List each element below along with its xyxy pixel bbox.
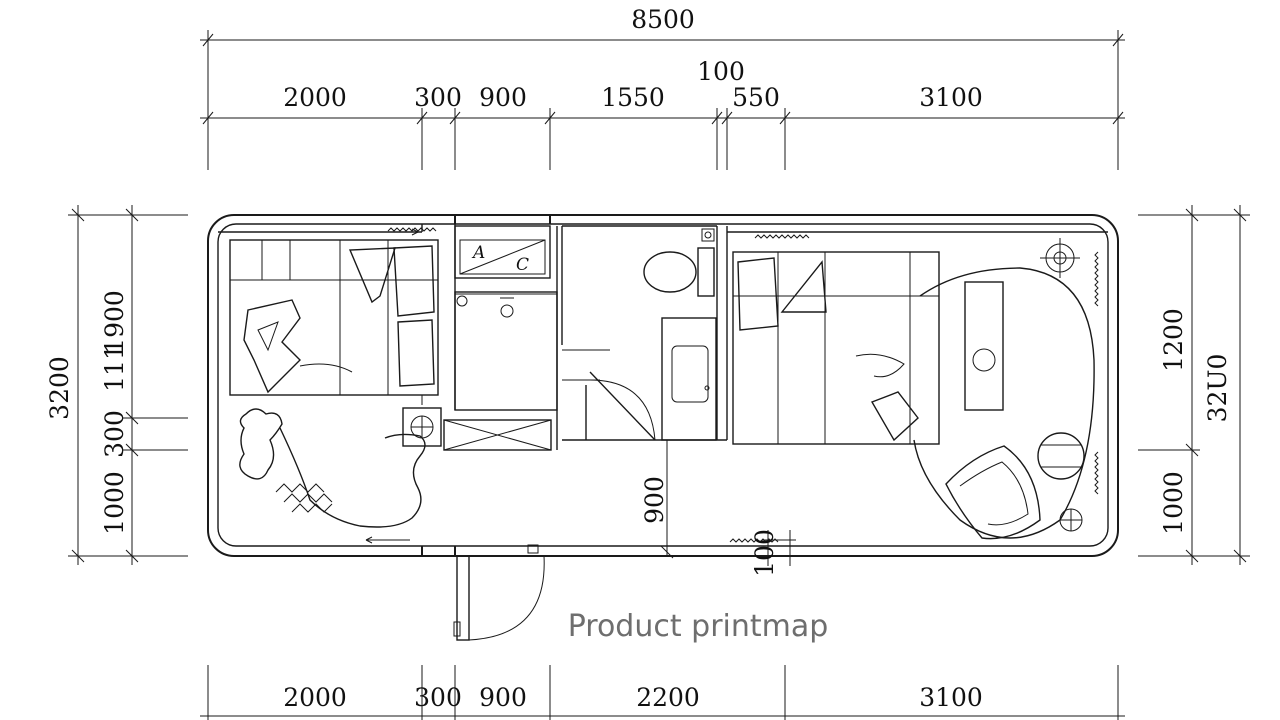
- right-bed-pillow: [737, 257, 779, 331]
- armchair: [945, 445, 1041, 540]
- dim-right-segment: 1200: [1159, 308, 1188, 372]
- right-bed: [732, 251, 940, 445]
- dim-inner-vertical: 900: [640, 476, 669, 524]
- dim-top-segment: 300: [414, 83, 462, 112]
- wall-heaters: [365, 227, 1099, 544]
- right-bed-blanket: [870, 391, 919, 442]
- right-bedroom: [727, 231, 1108, 445]
- round-table: [1037, 432, 1085, 480]
- ac-label-c: C: [516, 255, 529, 275]
- tv-console: [964, 281, 1004, 411]
- dim-left-extra: 111: [100, 344, 129, 392]
- entry-door[interactable]: [421, 544, 545, 641]
- teddy-rug: [239, 408, 283, 480]
- rug: [239, 408, 426, 528]
- left-dimension-lines: [68, 205, 188, 565]
- dim-left-segment: 1900: [100, 290, 129, 354]
- dim-bottom-segment: 300: [414, 683, 462, 712]
- toilet: [643, 228, 715, 297]
- dim-top-segment: 1550: [601, 83, 665, 112]
- dim-right-total: 32U0: [1203, 354, 1232, 423]
- dim-inner-small: 100: [750, 529, 779, 577]
- bottom-dimension-lines: [200, 665, 1125, 720]
- storage-cabinet: [443, 419, 552, 451]
- left-bed: [229, 239, 439, 396]
- inner-dimension: [660, 440, 796, 566]
- dim-left-segment: 300: [100, 410, 129, 458]
- dim-bottom-segment: 3100: [919, 683, 983, 712]
- left-bedroom: [218, 224, 439, 405]
- dim-top-segment: 550: [732, 83, 780, 112]
- center-walls: [454, 215, 728, 450]
- ac-unit: [454, 225, 551, 279]
- stove: [402, 407, 442, 447]
- dim-top-segment: 3100: [919, 83, 983, 112]
- dim-top-segment: 2000: [283, 83, 347, 112]
- dim-left-total: 3200: [45, 356, 74, 420]
- ac-label-a: A: [471, 243, 485, 263]
- right-dimension-lines: [1138, 205, 1250, 565]
- kitchen-sink: [454, 291, 558, 411]
- puzzle-mat: [275, 483, 333, 513]
- dim-bottom-segment: 2000: [283, 683, 347, 712]
- dim-total-width: 8500: [631, 5, 695, 34]
- outer-shell: [207, 214, 1119, 557]
- bathroom-door[interactable]: [589, 371, 656, 441]
- dim-left-segment: 1000: [100, 471, 129, 535]
- top-dimension-lines: [200, 30, 1125, 170]
- shower: [661, 317, 717, 441]
- dim-top-segment: 900: [479, 83, 527, 112]
- lounge-area: [913, 238, 1095, 540]
- right-bed-pillow: [780, 260, 827, 313]
- dim-bottom-segment: 2200: [636, 683, 700, 712]
- dim-bottom-segment: 900: [479, 683, 527, 712]
- dim-right-segment: 1000: [1159, 471, 1188, 535]
- left-bed-pillow: [348, 247, 396, 304]
- left-bed-blanket: [243, 299, 301, 394]
- watermark-text: Product printmap: [568, 609, 829, 644]
- left-bed-pillow: [393, 245, 435, 317]
- dim-top-segment: 100: [697, 57, 745, 86]
